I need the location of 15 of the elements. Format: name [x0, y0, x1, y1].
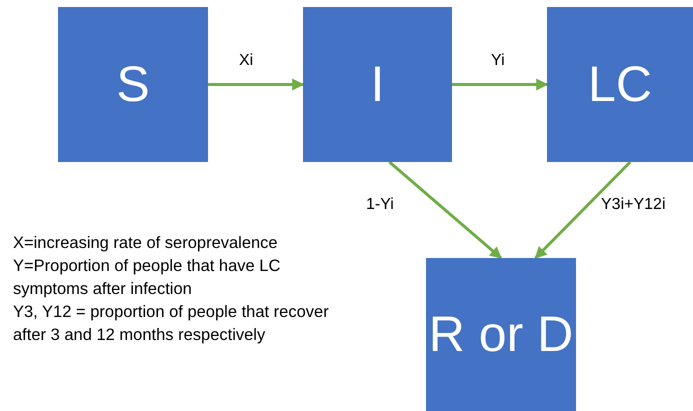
state-label: I: [370, 55, 384, 114]
arrow: [452, 78, 548, 90]
note-text: X=increasing rate of seroprevalence: [13, 233, 279, 254]
state-label: LC: [588, 55, 652, 114]
state-label: R or D: [428, 305, 574, 364]
state-box: [303, 7, 452, 162]
arrow: [534, 160, 632, 260]
note-text: Y=Proportion of people that have LC symptoms after infection: [13, 256, 282, 300]
state-box: [547, 7, 693, 162]
state-label: S: [116, 55, 150, 114]
state-box: [58, 7, 208, 162]
arrow: [208, 78, 304, 90]
note-text: Y3, Y12 = proportion of people that recover after 3 and 12 months respectively: [13, 302, 330, 346]
arrow: [388, 160, 502, 260]
state-box: [426, 258, 576, 411]
